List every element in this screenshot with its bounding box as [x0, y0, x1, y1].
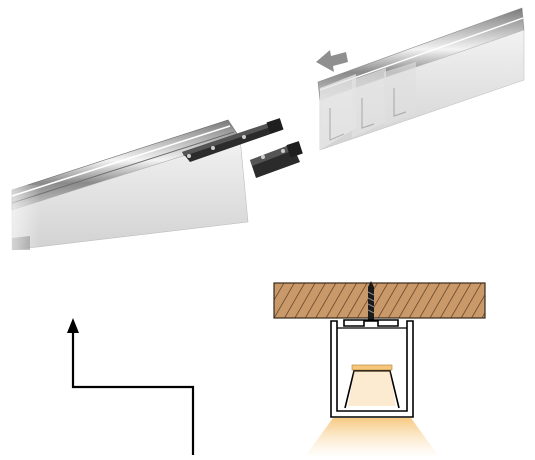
right-profile: [317, 7, 525, 151]
connector-screw: [281, 149, 285, 153]
connector-screw: [261, 155, 265, 159]
left-profile: [0, 119, 249, 255]
connector-bar-bottom: [250, 144, 300, 178]
connector-screw: [242, 135, 246, 139]
connector-screw: [187, 154, 191, 158]
pointer-arrow-icon: [67, 318, 195, 455]
mounting-cross-section: [273, 281, 486, 458]
ceiling-wood: [273, 282, 486, 319]
right-profile-ghost: [320, 74, 356, 150]
light-beam: [304, 418, 440, 458]
mounting-clip: [343, 319, 399, 327]
right-profile-ghost: [352, 68, 386, 138]
screw-icon: [367, 281, 375, 321]
diffuser: [344, 370, 400, 409]
connector: [182, 118, 303, 178]
direction-arrow-icon: [316, 50, 348, 72]
left-profile-highlight: [11, 125, 231, 197]
connector-bar-top: [182, 122, 282, 162]
profile-section: [330, 320, 414, 418]
led-strip: [351, 364, 393, 371]
connector-screw: [211, 146, 215, 150]
right-profile-ghost: [384, 62, 416, 126]
